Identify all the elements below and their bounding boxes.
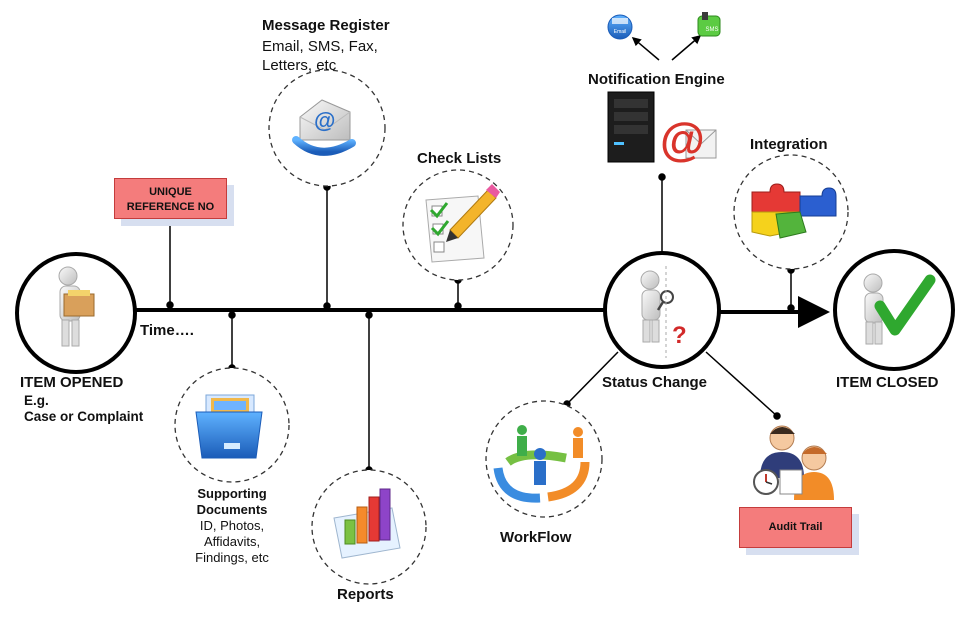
integration-label: Integration [750, 136, 828, 153]
unique-reference-tag: UNIQUE REFERENCE NO [114, 178, 227, 219]
sms-badge-icon: SMS [697, 12, 721, 37]
puzzle-icon [751, 183, 837, 239]
supporting-documents-block: Supporting Documents ID, Photos, Affidav… [172, 486, 292, 566]
audit-trail-tag: Audit Trail [739, 507, 852, 548]
svg-text:@: @ [314, 108, 335, 133]
person-box-icon [58, 266, 95, 347]
person-check-icon [863, 273, 936, 345]
item-closed-circle [833, 249, 955, 371]
bar-chart-icon [333, 488, 401, 559]
supporting-documents-title2: Documents [196, 502, 268, 517]
check-lists-label: Check Lists [417, 150, 502, 167]
item-closed-label: ITEM CLOSED [836, 374, 939, 391]
supporting-documents-line3: Findings, etc [195, 550, 269, 565]
svg-text:Email: Email [614, 29, 627, 35]
audit-trail-label: Audit Trail [768, 521, 823, 533]
person-question-icon: ? [640, 266, 687, 358]
svg-text:@: @ [660, 113, 705, 165]
svg-text:?: ? [672, 322, 687, 349]
unique-reference-line1: UNIQUE [149, 186, 192, 198]
item-opened-eg: E.g. [24, 393, 49, 408]
server-icon: @ [607, 91, 717, 165]
item-opened-title: ITEM OPENED [20, 374, 124, 391]
notification-engine-label: Notification Engine [588, 71, 725, 88]
item-opened-example: Case or Complaint [24, 409, 144, 424]
reports-label: Reports [337, 586, 394, 603]
svg-text:SMS: SMS [705, 27, 718, 33]
workflow-icon [493, 425, 590, 503]
workflow-label: WorkFlow [500, 529, 572, 546]
auditors-icon [753, 425, 834, 500]
message-register-line1: Email, SMS, Fax, [262, 38, 378, 55]
status-change-label: Status Change [602, 374, 708, 391]
folder-icon [195, 394, 263, 459]
supporting-documents-line2: Affidavits, [203, 534, 261, 549]
message-register-title: Message Register [262, 17, 390, 34]
status-change-circle [603, 251, 721, 369]
message-register-line2: Letters, etc [262, 57, 337, 74]
supporting-documents-title1: Supporting [197, 486, 267, 501]
checklist-icon [425, 184, 500, 263]
supporting-documents-line1: ID, Photos, [199, 518, 265, 533]
unique-reference-line2: REFERENCE NO [126, 201, 215, 213]
email-icon: @ [292, 99, 356, 156]
email-badge-icon: Email [607, 14, 633, 40]
time-label: Time…. [140, 322, 194, 339]
